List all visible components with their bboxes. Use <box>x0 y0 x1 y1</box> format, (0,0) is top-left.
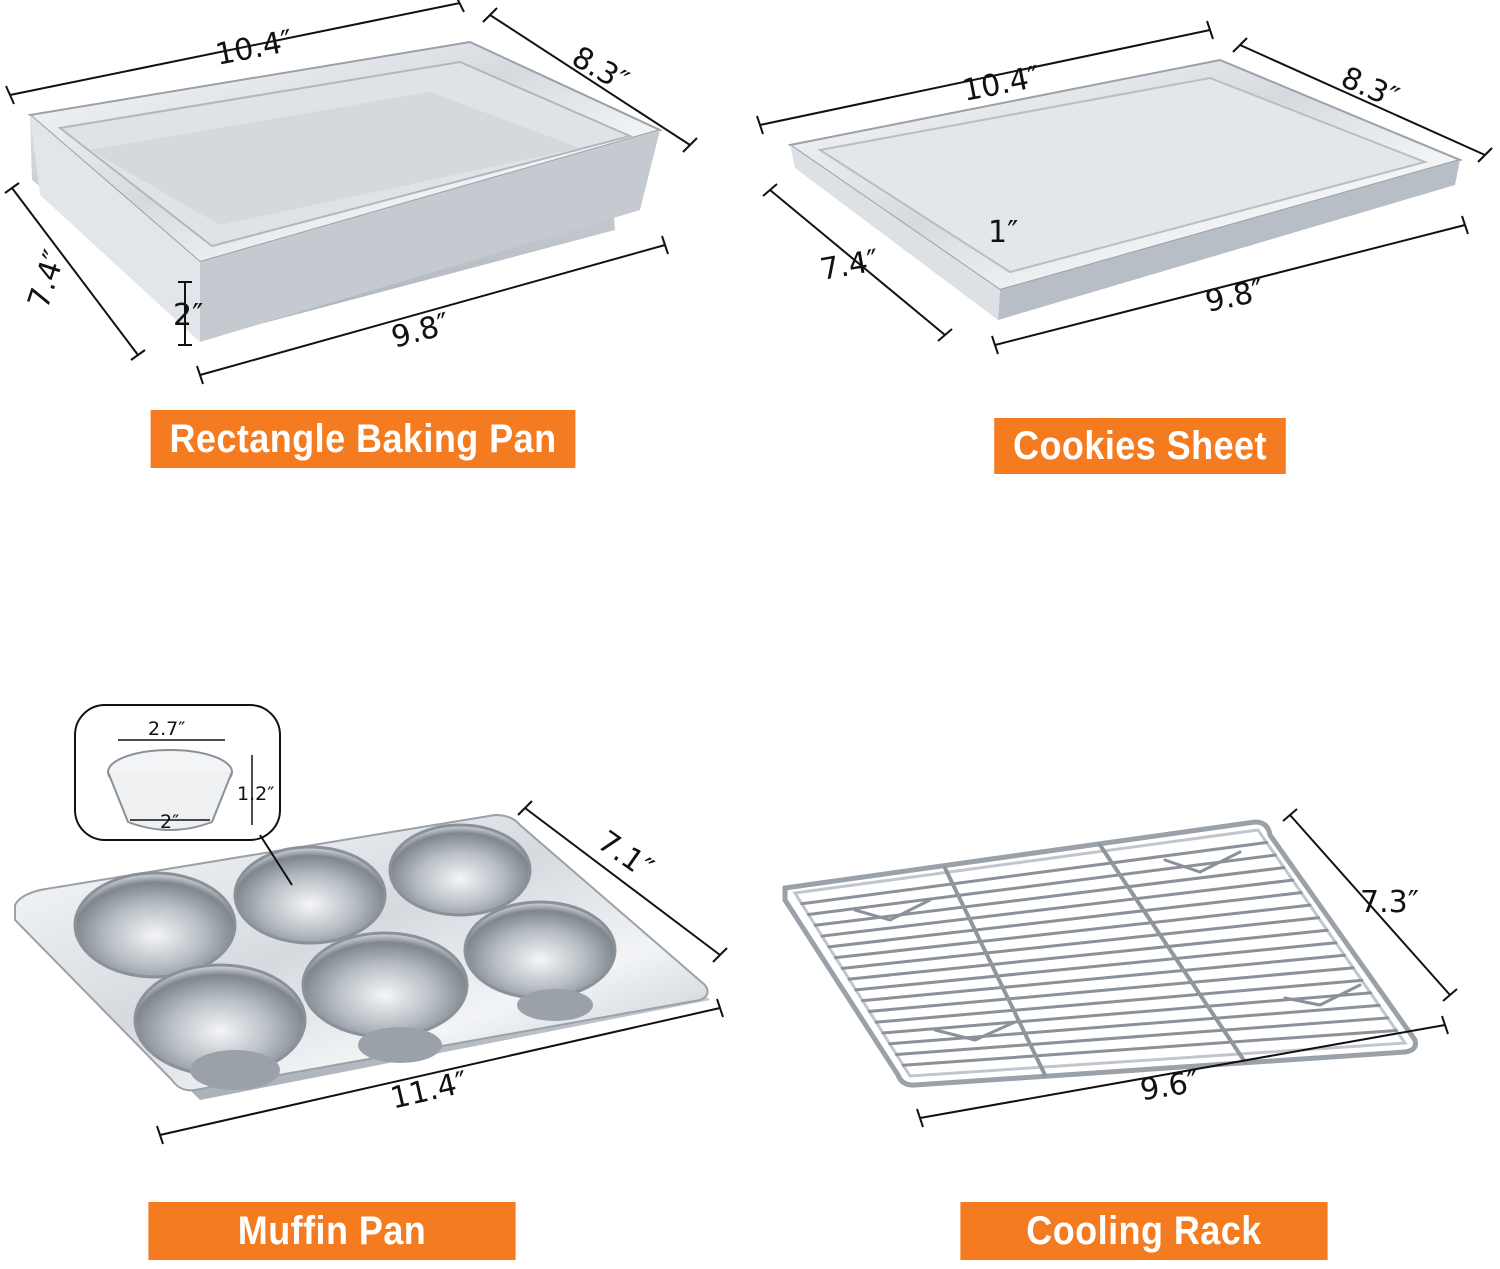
muffin-cups <box>73 823 617 1077</box>
rack-wire <box>800 841 1269 906</box>
rack-wire <box>901 1028 1398 1067</box>
rack-wire <box>834 903 1312 960</box>
cookies-sheet-illustration <box>787 58 1464 320</box>
rack-wire <box>820 878 1295 938</box>
rack-wire <box>847 928 1329 981</box>
cookies-sheet-right-dim: 8.3″ <box>1336 60 1404 116</box>
label-cookies-sheet: Cookies Sheet <box>994 418 1286 474</box>
label-muffin-pan: Muffin Pan <box>148 1202 516 1260</box>
rack-wire <box>840 916 1321 970</box>
baking-pan-height-dim: 2″ <box>173 298 203 333</box>
cookies-sheet-left-dim: 7.4″ <box>818 243 882 288</box>
muffin-cup <box>233 845 387 945</box>
muffin-pan-dimension-lines <box>156 800 728 1145</box>
rack-wire <box>807 853 1277 917</box>
rack-wire <box>874 978 1364 1024</box>
muffin-cup-detail-callout <box>74 704 293 886</box>
cookies-sheet-bottom-dim: 9.8″ <box>1202 273 1267 319</box>
baking-pan-illustration <box>27 40 663 342</box>
muffin-pan-bottom-dim: 11.4″ <box>387 1065 471 1117</box>
rack-wire <box>867 966 1355 1013</box>
baking-pan-bottom-dim: 9.8″ <box>388 307 454 356</box>
baking-pan-dimension-lines <box>4 0 698 385</box>
muffin-pan-right-dim: 7.1″ <box>591 824 659 886</box>
label-rectangle-baking-pan: Rectangle Baking Pan <box>150 410 576 468</box>
cooling-rack-dimension-lines <box>916 808 1458 1128</box>
baking-pan-left-dim: 7.4″ <box>21 246 72 313</box>
rack-wire <box>861 953 1346 1003</box>
rack-wire <box>854 941 1338 992</box>
muffin-cup-top-dim: 2.7″ <box>148 718 185 740</box>
rack-wire <box>813 866 1286 927</box>
baking-pan-top-dim: 10.4″ <box>213 24 296 73</box>
muffin-cup <box>301 931 469 1039</box>
muffin-cup-bottom-dim: 2″ <box>160 811 179 833</box>
muffin-cup <box>463 900 617 1000</box>
muffin-cup <box>73 871 237 979</box>
muffin-cup-height-dim: 1.2″ <box>237 783 274 805</box>
label-cooling-rack: Cooling Rack <box>960 1202 1328 1260</box>
cookies-sheet-dimension-lines <box>756 20 1493 355</box>
cooling-rack-illustration <box>782 819 1418 1088</box>
cooling-rack-right-dim: 7.3″ <box>1360 885 1419 920</box>
rack-wire <box>888 1003 1381 1046</box>
muffin-pan-illustration <box>14 813 710 1100</box>
rack-wire <box>827 891 1303 949</box>
rack-wire <box>894 1016 1390 1056</box>
cookies-sheet-height-dim: 1″ <box>988 215 1018 250</box>
muffin-cup <box>388 823 532 917</box>
